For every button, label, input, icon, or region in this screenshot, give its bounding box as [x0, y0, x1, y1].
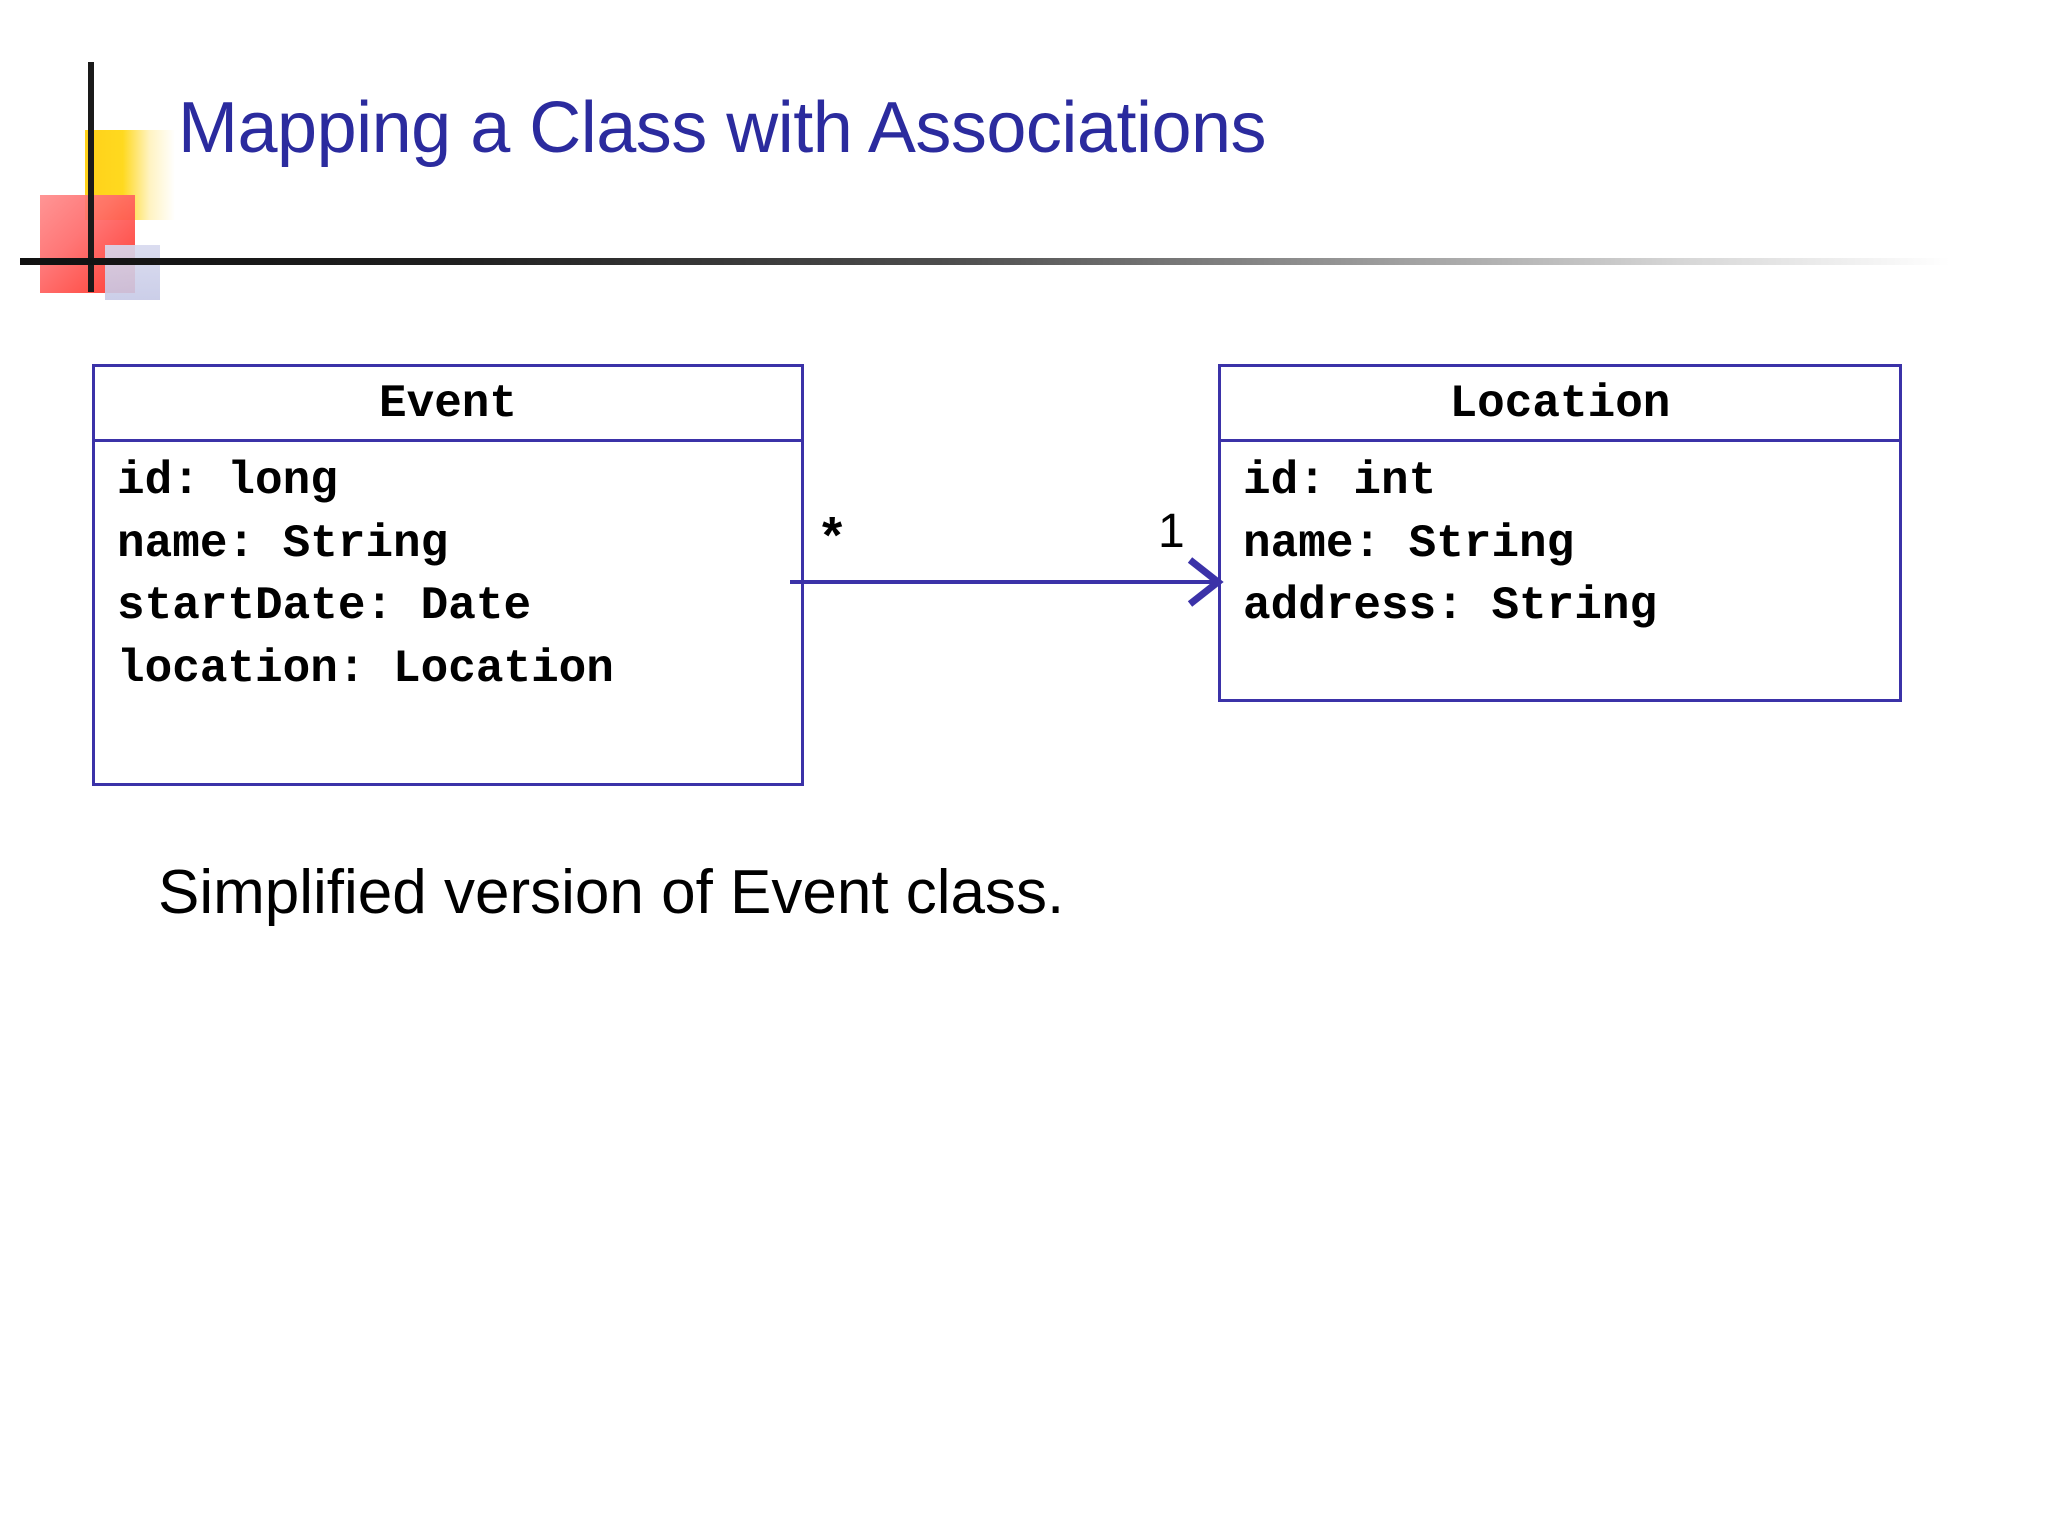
slide-logo-decoration	[0, 40, 220, 300]
uml-attribute: id: int	[1243, 455, 1437, 507]
uml-class-box-event[interactable]: Event id: long name: String startDate: D…	[92, 364, 804, 786]
logo-blue-square-icon	[105, 245, 160, 300]
uml-multiplicity-source: *	[822, 507, 843, 565]
uml-attribute-list-location: id: int name: String address: String	[1221, 442, 1899, 648]
uml-attribute: name: String	[117, 517, 449, 570]
uml-attribute: startDate: Date	[117, 580, 532, 633]
uml-attribute: name: String	[1243, 517, 1575, 570]
uml-class-name-location: Location	[1221, 367, 1899, 442]
uml-attribute: location: Location	[117, 642, 614, 695]
page-title: Mapping a Class with Associations	[178, 88, 1267, 168]
uml-attribute: id: long	[117, 455, 338, 507]
uml-multiplicity-target: 1	[1158, 505, 1185, 558]
uml-class-name-event: Event	[95, 367, 801, 442]
logo-vertical-rule-icon	[88, 62, 94, 292]
title-underline-rule	[20, 258, 1950, 265]
uml-attribute-list-event: id: long name: String startDate: Date lo…	[95, 442, 801, 710]
slide-caption: Simplified version of Event class.	[158, 858, 1065, 927]
uml-class-box-location[interactable]: Location id: int name: String address: S…	[1218, 364, 1902, 702]
uml-attribute: address: String	[1243, 580, 1658, 633]
